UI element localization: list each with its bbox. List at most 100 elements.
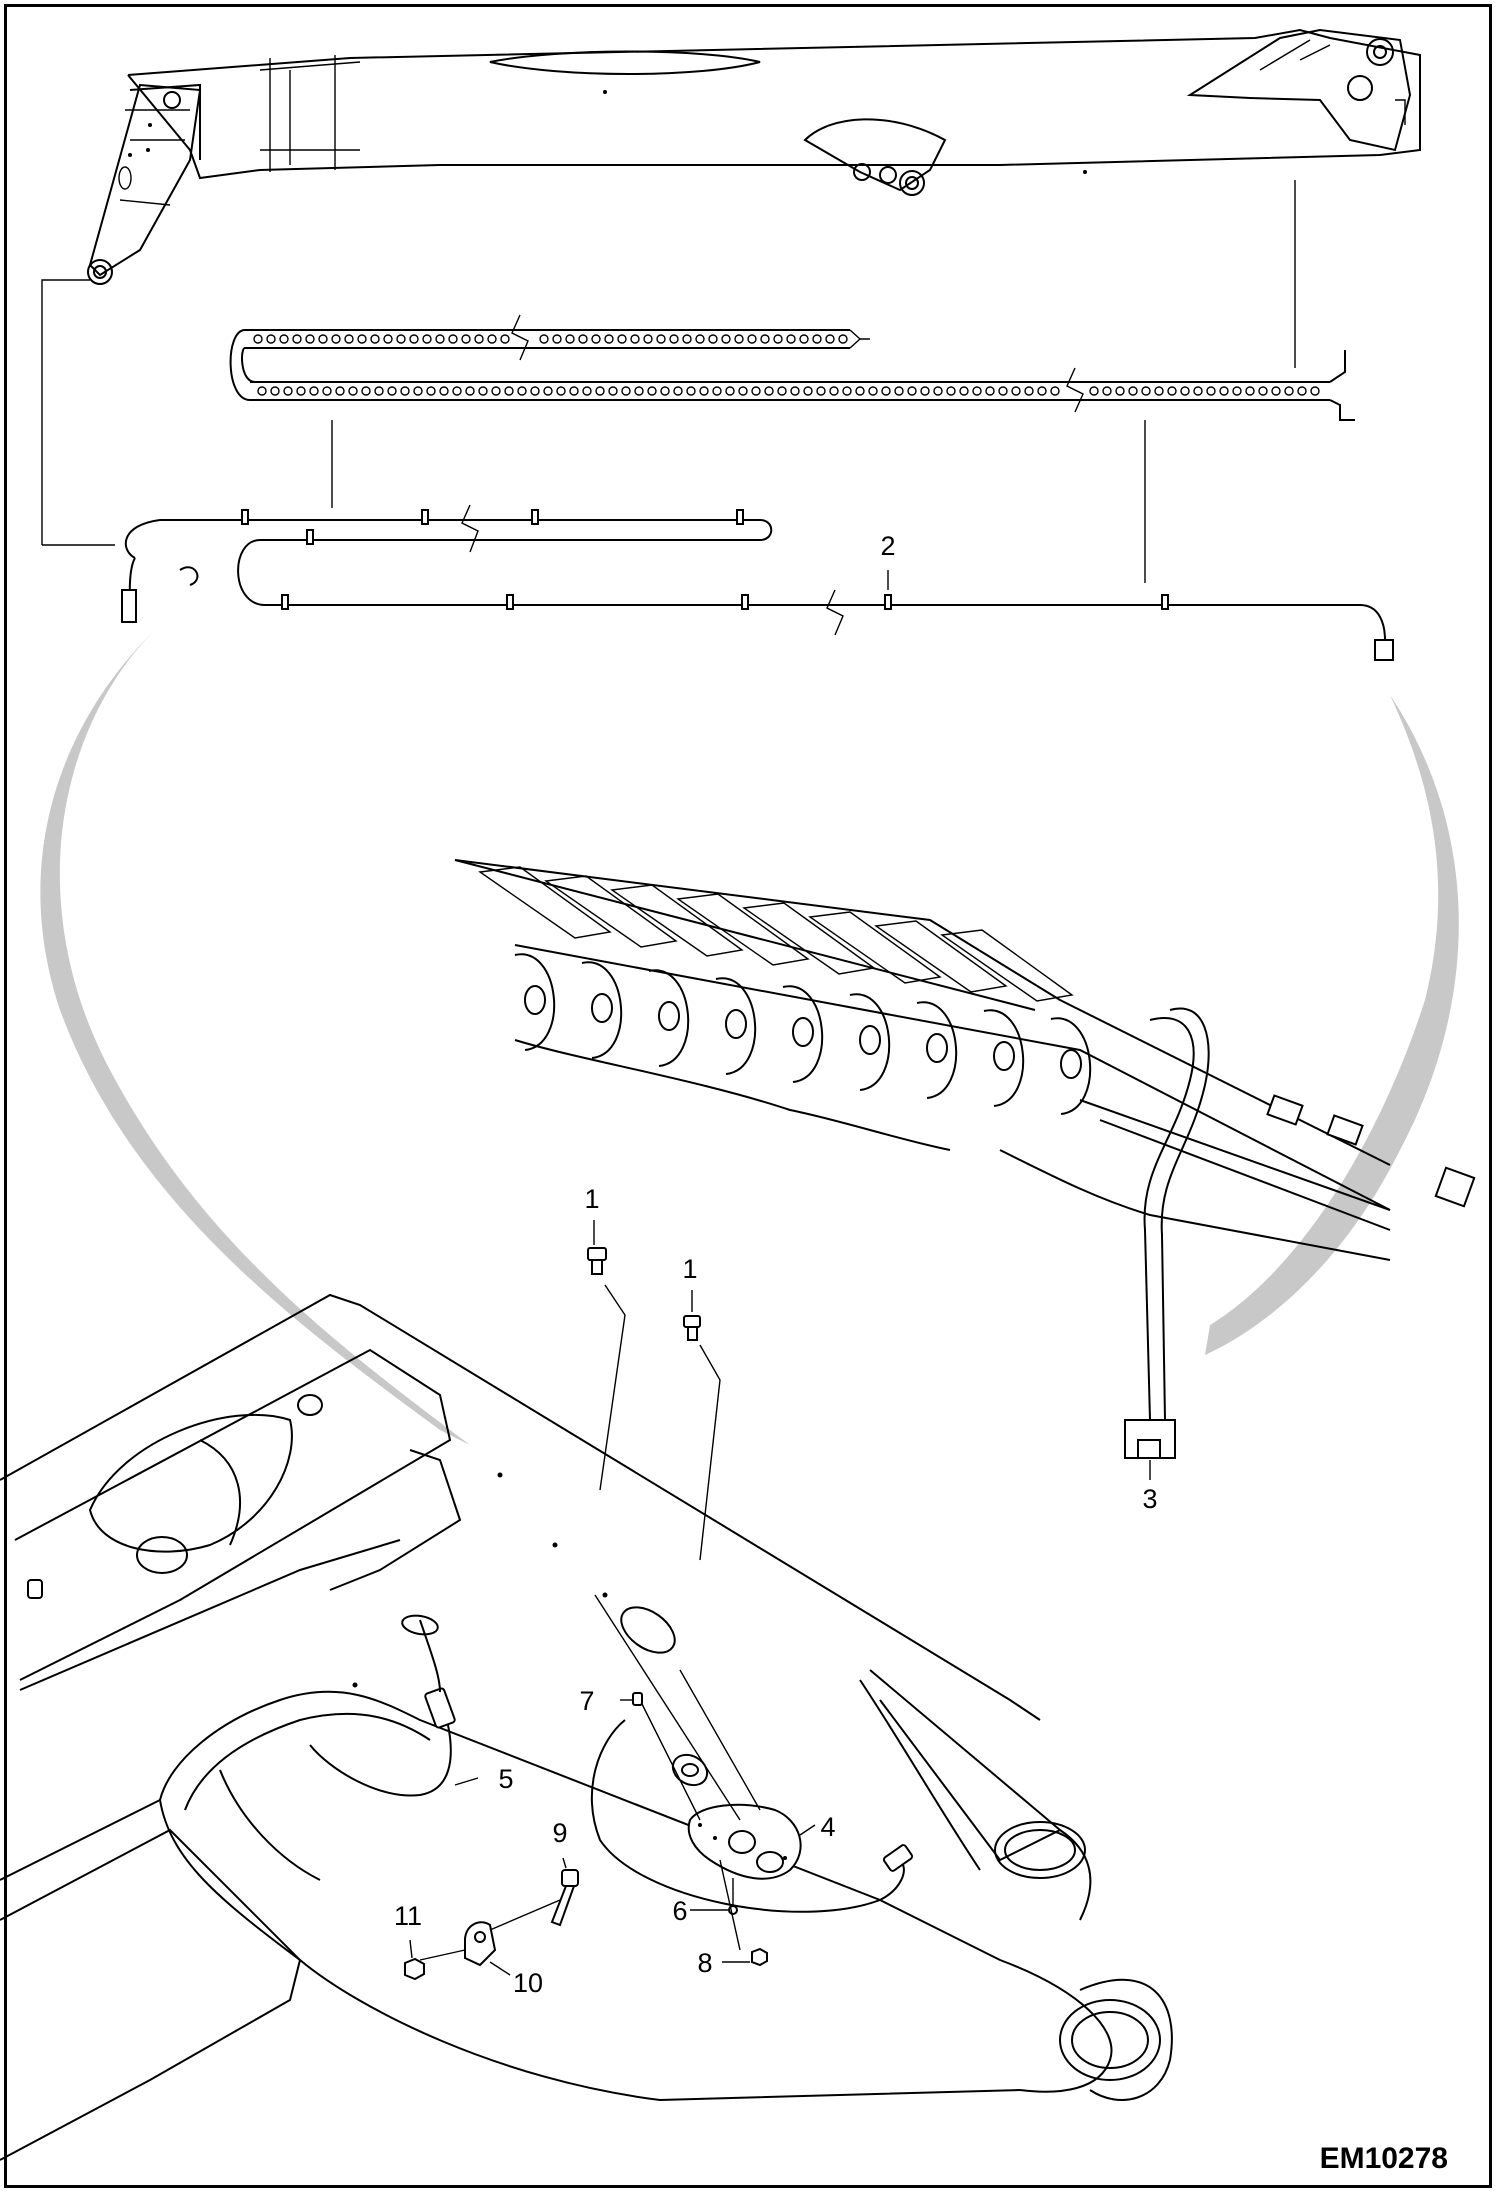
carrier-round-links: [514, 953, 1092, 1115]
chain-link: [786, 334, 796, 344]
chain-link: [595, 386, 605, 396]
chain-link: [764, 386, 774, 396]
bulkhead-connector: [671, 1753, 709, 1787]
chain-link: [790, 386, 800, 396]
chain-link: [374, 386, 384, 396]
chain-link: [630, 334, 640, 344]
carrier-link-hole: [1060, 1049, 1082, 1079]
chain-link: [465, 386, 475, 396]
chain-link: [907, 386, 917, 396]
chain-link: [1141, 386, 1151, 396]
chain-link: [487, 334, 497, 344]
chain-link: [1115, 386, 1125, 396]
nut-8: [751, 1947, 768, 1967]
callout-9: 9: [552, 1818, 567, 1848]
carrier-link: [849, 993, 891, 1091]
chain-link: [825, 334, 835, 344]
callout-3: 3: [1142, 1484, 1157, 1514]
chain-link: [383, 334, 393, 344]
chain-link: [426, 386, 436, 396]
chain-link: [1024, 386, 1034, 396]
chain-link: [1206, 386, 1216, 396]
carrier-rung: [874, 920, 1008, 993]
clamp-10: [464, 1921, 497, 1967]
carrier-rung: [610, 884, 744, 957]
cover-plate-4: [687, 1803, 802, 1880]
chain-link: [647, 386, 657, 396]
chain-link: [868, 386, 878, 396]
carrier-rung: [808, 911, 942, 984]
chain-link: [530, 386, 540, 396]
carrier-detail-view: [454, 859, 1476, 1459]
chain-link: [972, 386, 982, 396]
chain-link: [543, 386, 553, 396]
bolt-9: [550, 1869, 579, 1927]
carrier-link: [916, 1001, 958, 1099]
bolt-1b: [683, 1315, 701, 1341]
chain-link: [552, 334, 562, 344]
chain-link: [413, 386, 423, 396]
chain-link: [305, 334, 315, 344]
chain-link: [712, 386, 722, 396]
cable-carrier-chain: [229, 314, 1355, 421]
chain-link: [439, 386, 449, 396]
chain-link: [422, 334, 432, 344]
chain-link: [344, 334, 354, 344]
chain-link: [1245, 386, 1255, 396]
chain-link: [474, 334, 484, 344]
chain-link: [504, 386, 514, 396]
chain-link: [1310, 386, 1320, 396]
chain-link: [257, 386, 267, 396]
nut-11: [404, 1957, 425, 1981]
carrier-link: [782, 985, 824, 1083]
chain-link: [322, 386, 332, 396]
chain-link: [803, 386, 813, 396]
chain-link: [452, 386, 462, 396]
chain-link: [309, 386, 319, 396]
carrier-link-hole: [524, 985, 546, 1015]
chain-link: [1154, 386, 1164, 396]
chain-link: [539, 334, 549, 344]
chain-link: [1258, 386, 1268, 396]
carrier-rung: [676, 893, 810, 966]
chain-link: [1180, 386, 1190, 396]
chain-link: [266, 334, 276, 344]
chain-link: [1297, 386, 1307, 396]
carrier-link: [983, 1009, 1025, 1107]
chain-link: [725, 386, 735, 396]
chain-link: [1284, 386, 1294, 396]
chain-link: [556, 386, 566, 396]
chain-link: [708, 334, 718, 344]
harness-clips: [241, 509, 1169, 610]
boom-assembly: [87, 28, 1421, 285]
chain-link: [478, 386, 488, 396]
chain-link: [370, 334, 380, 344]
carrier-rung: [940, 929, 1074, 1002]
chain-link: [1219, 386, 1229, 396]
harness-clip: [241, 509, 249, 525]
carrier-link-hole: [591, 993, 613, 1023]
chain-link: [933, 386, 943, 396]
carrier-link: [514, 953, 556, 1051]
chain-link: [673, 386, 683, 396]
chain-link: [318, 334, 328, 344]
harness-connector-left: [121, 589, 137, 623]
carrier-rungs: [478, 866, 1074, 1002]
chain-link: [695, 334, 705, 344]
drawing-code: EM10278: [1320, 2142, 1448, 2175]
chain-link: [643, 334, 653, 344]
chain-link: [1102, 386, 1112, 396]
chain-link: [660, 386, 670, 396]
chain-link: [335, 386, 345, 396]
chain-link: [682, 334, 692, 344]
chain-link: [1232, 386, 1242, 396]
leader-lines: [409, 570, 1151, 1976]
hydraulic-fitting: [1434, 1166, 1476, 1208]
chain-link: [387, 386, 397, 396]
harness-clip: [281, 594, 289, 610]
chain-link: [348, 386, 358, 396]
chain-link: [491, 386, 501, 396]
harness-clip: [421, 509, 429, 525]
chain-link: [959, 386, 969, 396]
